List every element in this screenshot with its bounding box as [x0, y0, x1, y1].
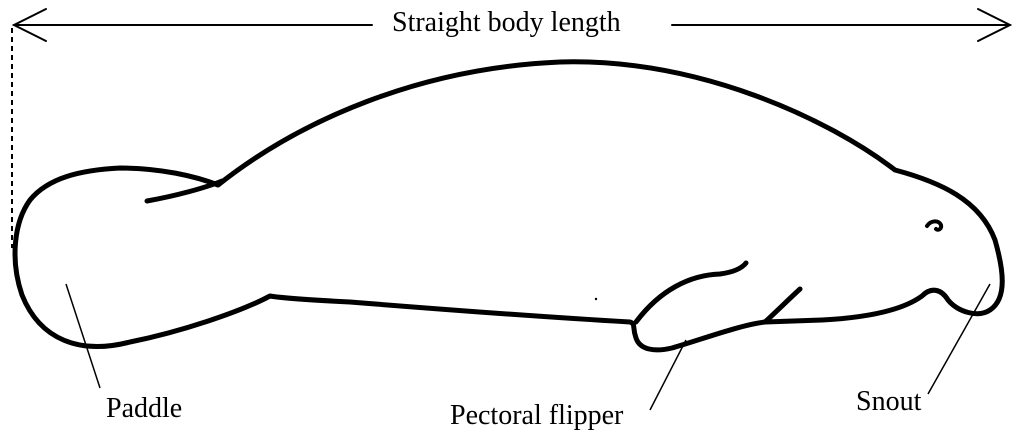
paddle-fold-line [147, 181, 222, 201]
snout-label: Snout [856, 388, 921, 416]
manatee-body-outline [15, 62, 1002, 350]
pectoral-flipper-label: Pectoral flipper [450, 402, 623, 430]
paddle-leader-line [66, 284, 100, 388]
snout-leader-line [928, 284, 990, 394]
body-length-label: Straight body length [382, 9, 631, 37]
eye-mark [927, 221, 941, 229]
pectoral-flipper-edge [636, 263, 746, 322]
body-speck [595, 298, 597, 300]
paddle-label: Paddle [106, 395, 182, 423]
flipper-rear-line [765, 289, 800, 322]
